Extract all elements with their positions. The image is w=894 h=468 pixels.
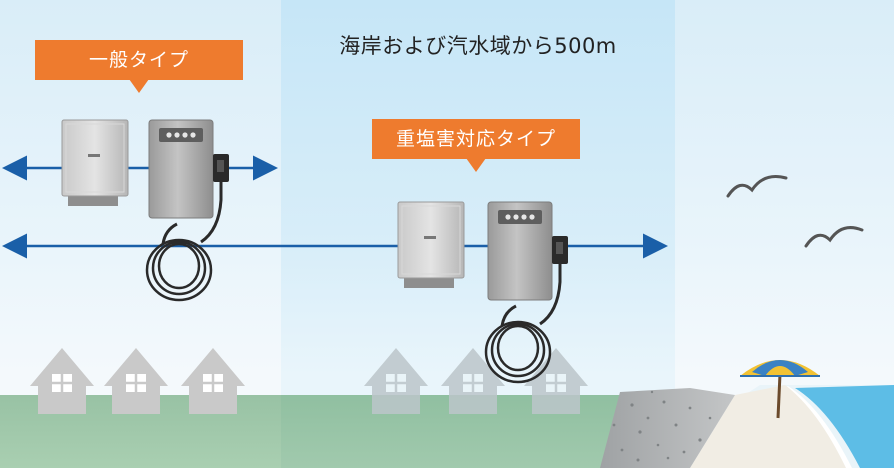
sand-beach xyxy=(690,385,846,468)
house-icon xyxy=(364,348,428,414)
power-conditioner-icon xyxy=(61,119,129,206)
house-icon xyxy=(524,348,588,414)
house-icons xyxy=(30,348,588,414)
ev-charger-icon xyxy=(484,201,568,384)
parasol-icon xyxy=(740,360,820,419)
house-icon xyxy=(441,348,505,414)
rocky-shore xyxy=(600,388,735,468)
salt-damage-type-callout: 重塩害対応タイプ xyxy=(372,119,580,172)
bird-icon xyxy=(726,175,864,248)
house-icon xyxy=(104,348,168,414)
general-type-callout: 一般タイプ xyxy=(35,40,243,93)
ev-charger-icon xyxy=(145,119,229,302)
coastal-zone-title: 海岸および汽水域から500m xyxy=(339,34,617,58)
house-icon xyxy=(181,348,245,414)
power-conditioner-icon xyxy=(397,201,465,288)
house-icon xyxy=(30,348,94,414)
